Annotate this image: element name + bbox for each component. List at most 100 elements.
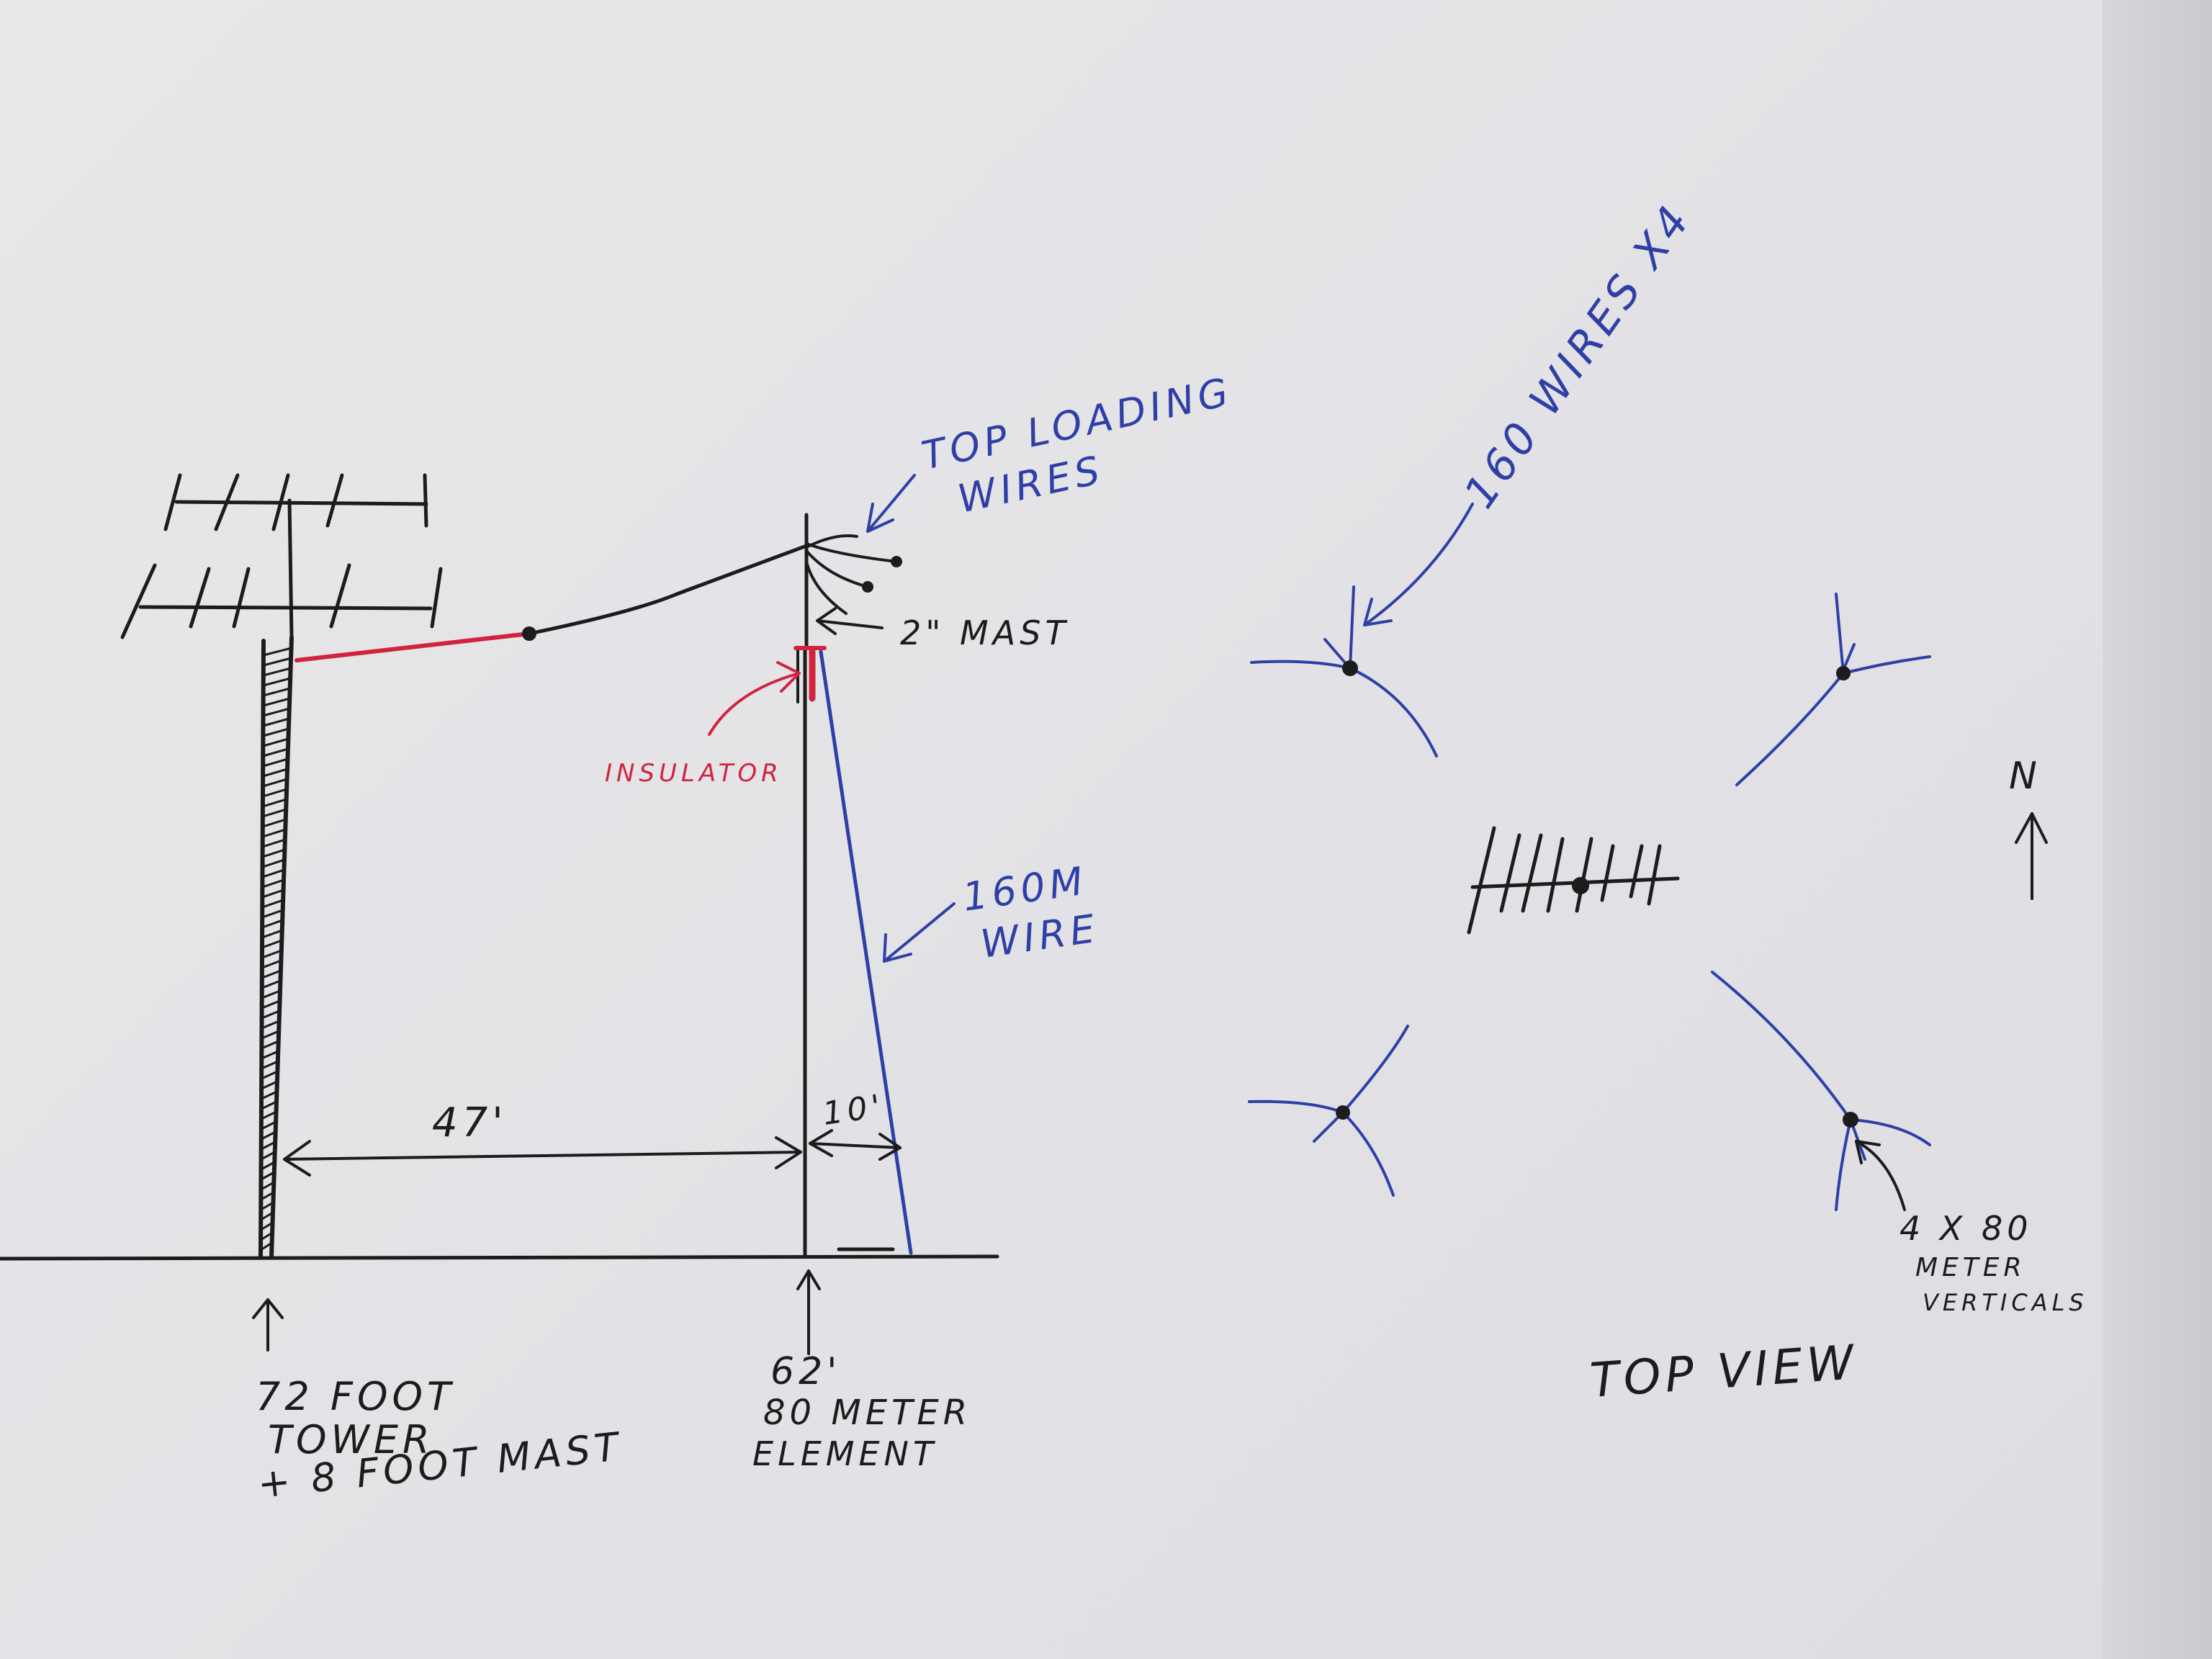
ground-line [0,1254,999,1261]
tower-hatch-mark [260,1141,276,1151]
mast-pointer-arrow [816,607,884,635]
80-meter-element [796,513,895,1259]
tower-hatch-mark [262,667,292,677]
tower-hatch-mark [260,1130,277,1141]
tower-hatch-mark [261,848,287,858]
element-label-line-2: 80 METER [763,1393,971,1433]
dimension-47 [283,1136,802,1177]
north-label: N [2009,755,2041,798]
paper-edge-shadow [2103,0,2212,1659]
tower-hatch-mark [262,707,291,717]
tower-hatch-mark [260,1110,278,1120]
insulator-label: INSULATOR [605,759,783,788]
tower-hatch-mark [260,1070,279,1080]
top-support-line [527,544,809,636]
tower-hatch-mark [261,1010,281,1020]
red-support-line [295,631,531,662]
tower-hatch-mark [260,1050,279,1060]
tower-hatch-mark [261,889,285,899]
mast-label: 2" MAST [900,613,1070,652]
tower-hatch-mark [261,949,283,959]
element-pointer-arrow [796,1269,821,1355]
tower-hatch-mark [261,778,289,788]
tower-hatch-mark [260,1060,279,1070]
tower-hatch-mark [261,788,288,798]
tower-hatch-mark [260,1040,280,1050]
verticals-label-line-2: METER [1915,1253,2026,1282]
tower [258,635,294,1259]
north-arrow [2015,812,2048,900]
tower-hatch-mark [259,1221,274,1231]
tower-hatch-mark [261,828,287,838]
tower-hatch-mark [261,747,289,757]
vertical-sw-base [1336,1105,1350,1120]
tower-position-marker [1572,877,1589,894]
central-yagi [1467,826,1680,935]
tower-label-line-2: TOWER [268,1417,434,1462]
tower-hatch-mark [261,979,282,989]
vertical-ne-base [1836,666,1851,680]
tower-hatch-mark [260,1120,277,1130]
side-view: 72 FOOT TOWER + 8 FOOT MAST 62' 80 METER… [0,369,1236,1507]
tower-hatch-mark [261,1020,281,1030]
insulator-pointer-arrow [708,661,801,736]
dimension-10 [809,1129,902,1161]
top-view-title: TOP VIEW [1588,1334,1860,1408]
tower-hatch-mark [261,768,289,778]
tower-hatch-mark [260,1080,279,1090]
top-loading-wires [805,534,898,615]
yagi-antennas [120,473,443,639]
top-loading-pointer-arrow [866,474,916,533]
tower-hatch-mark [260,1090,278,1100]
top-view: N 160 WIRES X4 4 X 80 METER VERTICALS TO… [1248,194,2084,1408]
vertical-sw [1248,1025,1409,1197]
tower-hatch-mark [260,1030,280,1040]
160m-wire [819,649,913,1255]
tower-hatch-mark [260,1171,276,1181]
distance-47-label: 47' [432,1100,508,1146]
tower-hatch-mark [261,868,286,878]
tower-hatch-mark [261,737,290,747]
tower-hatch-mark [261,727,290,737]
160-wires-pointer-arrow [1363,503,1474,626]
loading-wire-end [891,556,902,567]
tower-hatch-mark [261,757,289,768]
element-label-line-3: ELEMENT [752,1434,938,1473]
tower-hatch-mark [261,878,285,889]
tower-hatch-mark [260,1100,278,1110]
verticals-label-line-1: 4 X 80 [1899,1209,2033,1248]
tower-hatch-mark [261,899,284,909]
tower-hatch-mark [261,959,282,969]
tower-hatch-mark [259,1191,275,1201]
tower-hatch-mark [259,1181,275,1191]
vertical-se [1711,971,1931,1211]
tower-hatch-mark [259,1241,274,1251]
160-wires-label: 160 WIRES X4 [1455,194,1701,518]
tower-hatch-mark [261,858,286,868]
tower-hatch-mark [261,929,284,939]
tower-hatch-mark [259,1231,274,1241]
tower-label-line-1: 72 FOOT [256,1374,455,1419]
tower-hatch-mark [262,657,292,667]
tower-hatch-mark [261,838,287,848]
verticals-pointer-arrow [1855,1140,1906,1211]
distance-10-label: 10' [820,1087,886,1132]
insulator [793,646,827,702]
tower-hatch-mark [261,939,283,949]
tower-hatch-mark [262,677,292,687]
element-label-line-1: 62' [770,1350,841,1393]
tower-hatch-mark [262,687,292,697]
vertical-nw-base [1342,660,1358,676]
160m-wire-pointer-arrow [883,902,956,963]
tower-hatch-mark [261,717,290,727]
tower-hatch-mark [261,969,282,979]
vertical-ne [1735,593,1931,786]
tower-hatch-mark [259,1211,274,1221]
tower-hatch-mark [262,647,293,657]
vertical-nw [1250,585,1438,757]
tower-hatch-mark [260,1151,276,1161]
tower-hatch-mark [261,989,282,999]
tower-hatch-mark [261,808,287,818]
